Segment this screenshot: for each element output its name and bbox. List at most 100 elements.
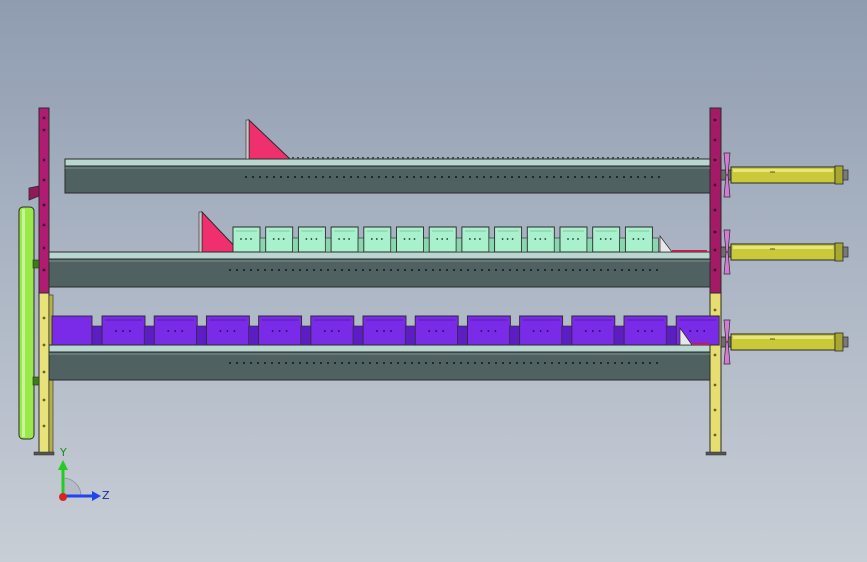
- bottom-shelf-bolt: [586, 362, 588, 364]
- top-rail-dot: [537, 157, 539, 159]
- bottom-shelf-bolt: [306, 362, 308, 364]
- top-rail-dot: [697, 157, 699, 159]
- bottom-shelf-bolt: [243, 362, 245, 364]
- top-shelf-bolt: [336, 176, 338, 178]
- bottom-block-dot: [703, 330, 706, 332]
- bottom-block-dot: [285, 330, 288, 332]
- rack-assembly[interactable]: [18, 107, 849, 456]
- top-rail-dot: [407, 157, 409, 159]
- top-rail-dot: [592, 157, 594, 159]
- bottom-block-dot: [689, 330, 692, 332]
- top-rail-dot: [687, 157, 689, 159]
- bottom-shelf-bolt: [355, 362, 357, 364]
- left-post-hole: [42, 116, 46, 120]
- bottom-block-dot: [129, 330, 131, 332]
- top-shelf-bolt: [364, 176, 366, 178]
- top-rail-dot: [432, 157, 434, 159]
- top-shelf-bolt: [441, 176, 443, 178]
- top-shelf-bolt: [399, 176, 401, 178]
- bottom-end-cap: [679, 326, 693, 346]
- middle-block-dot: [506, 238, 509, 240]
- bottom-block-dot: [584, 330, 587, 332]
- middle-block-dot: [315, 238, 318, 240]
- bottom-block-connector: [196, 325, 207, 346]
- middle-shelf-bolt: [453, 269, 455, 271]
- left-post-hole: [42, 424, 46, 428]
- top-rail-dot: [632, 157, 634, 159]
- bottom-block-dot: [330, 330, 333, 332]
- bottom-shelf-bolt: [327, 362, 329, 364]
- bottom-block-dot: [174, 330, 177, 332]
- top-shelf-bolt: [658, 176, 660, 178]
- left-post-hole: [42, 246, 46, 250]
- top-shelf-bolt: [280, 176, 282, 178]
- bottom-shelf-bolt: [236, 362, 238, 364]
- middle-shelf-bolt: [250, 269, 252, 271]
- top-shelf-bolt: [413, 176, 415, 178]
- top-shelf-bolt: [350, 176, 352, 178]
- left-post-hole: [42, 223, 46, 227]
- bottom-shelf-bolt: [530, 362, 532, 364]
- middle-shelf-bolt: [292, 269, 294, 271]
- right-post-hole: [713, 248, 717, 252]
- bottom-shelf-bolt: [614, 362, 616, 364]
- middle-shelf-bolt: [432, 269, 434, 271]
- bottom-shelf-bolt: [341, 362, 343, 364]
- middle-shelf-bolt: [593, 269, 595, 271]
- middle-block-dot: [479, 238, 481, 240]
- top-shelf-bolt: [595, 176, 597, 178]
- bottom-shelf-bolt: [495, 362, 497, 364]
- top-rail-dot: [527, 157, 529, 159]
- bottom-block-dot: [233, 330, 236, 332]
- bottom-block-dot: [383, 330, 385, 332]
- bottom-shelf-beam: [48, 351, 711, 381]
- triad-y-arrow: [58, 460, 68, 470]
- middle-block-dot: [305, 238, 308, 240]
- top-shelf-bolt: [602, 176, 604, 178]
- middle-block-dot: [539, 238, 542, 240]
- bottom-shelf-bolt: [579, 362, 581, 364]
- left-post-hole: [42, 203, 46, 207]
- bottom-shelf-bolt: [383, 362, 385, 364]
- middle-block-dot: [375, 238, 378, 240]
- bottom-shelf-bolt: [271, 362, 273, 364]
- bottom-shelf-bolt: [593, 362, 595, 364]
- top-rail-dot: [297, 157, 299, 159]
- middle-shelf-bolt: [460, 269, 462, 271]
- top-rail-dot: [482, 157, 484, 159]
- top-shelf-bolt: [476, 176, 478, 178]
- top-shelf-bolt: [588, 176, 590, 178]
- bottom-shelf-bolt: [439, 362, 441, 364]
- top-rail-dot: [457, 157, 459, 159]
- bottom-shelf-bolt: [348, 362, 350, 364]
- middle-block-dot: [277, 238, 280, 240]
- bottom-block-dot: [271, 330, 274, 332]
- middle-block-dot: [534, 238, 537, 240]
- cylinder-middle-end-fitting: [842, 246, 849, 258]
- middle-block-dot: [446, 238, 449, 240]
- middle-shelf-bolt: [418, 269, 420, 271]
- top-rail-dot: [437, 157, 439, 159]
- top-rail-dot: [462, 157, 464, 159]
- middle-shelf-bolt: [516, 269, 518, 271]
- green-tube-clip: [32, 259, 40, 269]
- middle-shelf-bolt: [397, 269, 399, 271]
- bottom-shelf-bolt: [488, 362, 490, 364]
- top-rail-dot: [447, 157, 449, 159]
- top-shelf-bolt: [525, 176, 527, 178]
- left-post-hole: [42, 158, 46, 162]
- middle-block-connector: [423, 237, 430, 253]
- bottom-block-connector: [91, 325, 103, 346]
- bottom-block-dot: [591, 330, 594, 332]
- top-shelf-bolt: [448, 176, 450, 178]
- top-shelf-bolt: [308, 176, 310, 178]
- bottom-shelf-bolt: [257, 362, 259, 364]
- middle-block-dot: [245, 238, 247, 240]
- top-shelf-bolt: [609, 176, 611, 178]
- right-post-hole: [713, 408, 717, 412]
- top-shelf-bolt: [644, 176, 646, 178]
- green-tube-highlight: [22, 209, 25, 437]
- bottom-shelf-bolt: [642, 362, 644, 364]
- bottom-shelf-bolt: [453, 362, 455, 364]
